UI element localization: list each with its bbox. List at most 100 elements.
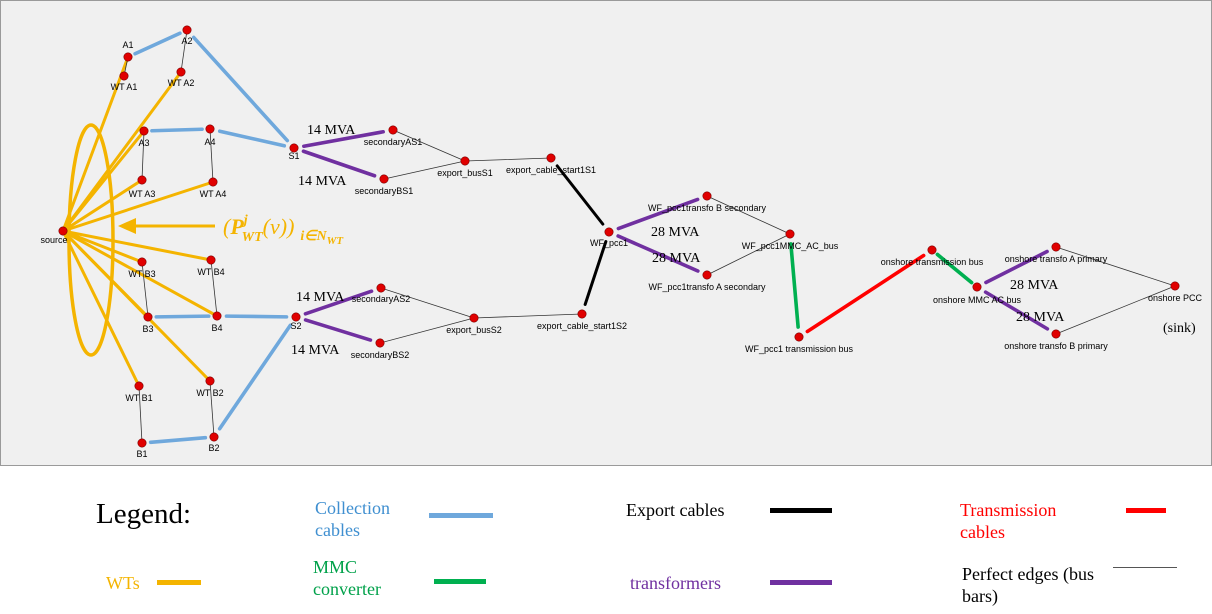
legend-perfect-label: Perfect edges (bus bars)	[962, 564, 1094, 606]
legend-transmission-label: Transmission cables	[960, 500, 1057, 542]
collection-edge-A3-A4	[150, 127, 204, 133]
capacity-label-mva-s2-b: 14 MVA	[291, 343, 340, 358]
legend-mmc-label: MMC converter	[313, 557, 381, 599]
perfect-edge-WTB2-B2	[209, 380, 215, 438]
perfect-edge-secBS1-expbusS1	[383, 160, 466, 180]
node-label-wfB: WF_pcc1transfo B secondary	[648, 203, 767, 213]
node-S1[interactable]	[289, 143, 299, 153]
transformer-edge-wfpcc1-wfB	[616, 197, 700, 231]
node-expcabS2[interactable]	[577, 309, 587, 319]
perfect-edge-expbusS1-expcabS1	[464, 157, 552, 162]
node-label-expbusS2: export_busS2	[446, 325, 502, 335]
node-onA[interactable]	[1051, 242, 1061, 252]
node-label-onpcc: onshore PCC	[1148, 293, 1203, 303]
node-B4[interactable]	[212, 311, 222, 321]
perfect-edge-onA-onpcc	[1055, 246, 1176, 287]
perfect-edge-WTB1-B1	[138, 385, 143, 444]
transformer-edge-onmmc-onB	[983, 290, 1050, 331]
mmc-edge-ontx-onmmc	[935, 252, 974, 285]
transformer-edge-S1-secAS1	[302, 129, 385, 149]
legend-export-swatch	[770, 508, 832, 513]
node-expbusS1[interactable]	[460, 156, 470, 166]
node-WTB1[interactable]	[134, 381, 144, 391]
node-label-secAS1: secondaryAS1	[364, 137, 423, 147]
perfect-edge-expbusS2-expcabS2	[473, 313, 583, 319]
node-label-WTB4: WT B4	[197, 267, 224, 277]
node-A3[interactable]	[139, 126, 149, 136]
node-S2[interactable]	[291, 312, 301, 322]
node-source[interactable]	[58, 226, 68, 236]
legend-perfect-swatch	[1113, 567, 1177, 568]
perfect-edge-WTA4-A4	[209, 128, 214, 183]
node-A1[interactable]	[123, 52, 133, 62]
collection-edge-A2-S1	[191, 35, 290, 143]
node-B3[interactable]	[143, 312, 153, 322]
legend-title: Legend:	[96, 498, 192, 530]
perfect-edge-WTA3-A3	[141, 130, 145, 181]
node-expbusS2[interactable]	[469, 313, 479, 323]
sink-label: (sink)	[1163, 321, 1196, 336]
capacity-label-mva-wf-b: 28 MVA	[651, 225, 700, 240]
node-label-expcabS1: export_cable_start1S1	[506, 165, 596, 175]
collection-edge-A4-S1	[217, 129, 287, 148]
node-ontx[interactable]	[927, 245, 937, 255]
transformer-edge-S2-secBS2	[303, 318, 373, 342]
node-label-WTA1: WT A1	[111, 82, 138, 92]
node-wfpcc1[interactable]	[604, 227, 614, 237]
perfect-edge-WTB4-B4	[210, 259, 218, 317]
collection-edge-B2-S2	[217, 323, 293, 431]
perfect-edge-secBS2-expbusS2	[379, 317, 475, 344]
node-WTB2[interactable]	[205, 376, 215, 386]
perfect-edge-wfB-wfmmc	[706, 195, 791, 235]
node-B1[interactable]	[137, 438, 147, 448]
node-wfA[interactable]	[702, 270, 712, 280]
legend-collection-swatch	[429, 513, 493, 518]
node-onpcc[interactable]	[1170, 281, 1180, 291]
node-WTA1[interactable]	[119, 71, 129, 81]
node-label-secAS2: secondaryAS2	[352, 294, 411, 304]
node-WTA3[interactable]	[137, 175, 147, 185]
node-label-wfpcc1: WF_pcc1	[590, 238, 628, 248]
wt-edge-source-B4	[61, 229, 219, 318]
export-edge-expcabS2-wfpcc1	[583, 239, 608, 307]
node-label-expcabS2: export_cable_start1S2	[537, 321, 627, 331]
node-secAS1[interactable]	[388, 125, 398, 135]
node-expcabS1[interactable]	[546, 153, 556, 163]
node-label-source: source	[40, 235, 67, 245]
legend-mmc-swatch	[434, 579, 486, 584]
node-secBS1[interactable]	[379, 174, 389, 184]
node-A4[interactable]	[205, 124, 215, 134]
node-label-onmmc: onshore MMC AC bus	[933, 295, 1022, 305]
wt-edge-source-WTB3	[61, 229, 144, 264]
node-WTB3[interactable]	[137, 257, 147, 267]
node-wfmmc[interactable]	[785, 229, 795, 239]
perfect-edge-secAS1-expbusS1	[392, 129, 466, 162]
node-secAS2[interactable]	[376, 283, 386, 293]
node-label-WTB3: WT B3	[128, 269, 155, 279]
node-onB[interactable]	[1051, 329, 1061, 339]
mmc-edge-wfmmc-wftx	[789, 242, 800, 329]
node-label-A2: A2	[181, 36, 192, 46]
node-label-WTA3: WT A3	[129, 189, 156, 199]
node-WTB4[interactable]	[206, 255, 216, 265]
transformer-edge-S2-secAS2	[303, 289, 374, 316]
node-WTA4[interactable]	[208, 177, 218, 187]
node-wftx[interactable]	[794, 332, 804, 342]
node-onmmc[interactable]	[972, 282, 982, 292]
node-label-S2: S2	[290, 321, 301, 331]
export-edge-expcabS1-wfpcc1	[555, 164, 605, 226]
node-B2[interactable]	[209, 432, 219, 442]
node-A2[interactable]	[182, 25, 192, 35]
collection-edge-A1-A2	[133, 31, 182, 56]
node-wfB[interactable]	[702, 191, 712, 201]
legend-transmission-swatch	[1126, 508, 1166, 513]
legend-wts-label: WTs	[106, 573, 140, 593]
node-label-WTA4: WT A4	[200, 189, 227, 199]
node-label-wfmmc: WF_pcc1MMC_AC_bus	[742, 241, 839, 251]
wt-edge-source-A1	[61, 55, 130, 233]
node-WTA2[interactable]	[176, 67, 186, 77]
node-secBS2[interactable]	[375, 338, 385, 348]
transformer-edge-wfpcc1-wfA	[616, 234, 700, 273]
